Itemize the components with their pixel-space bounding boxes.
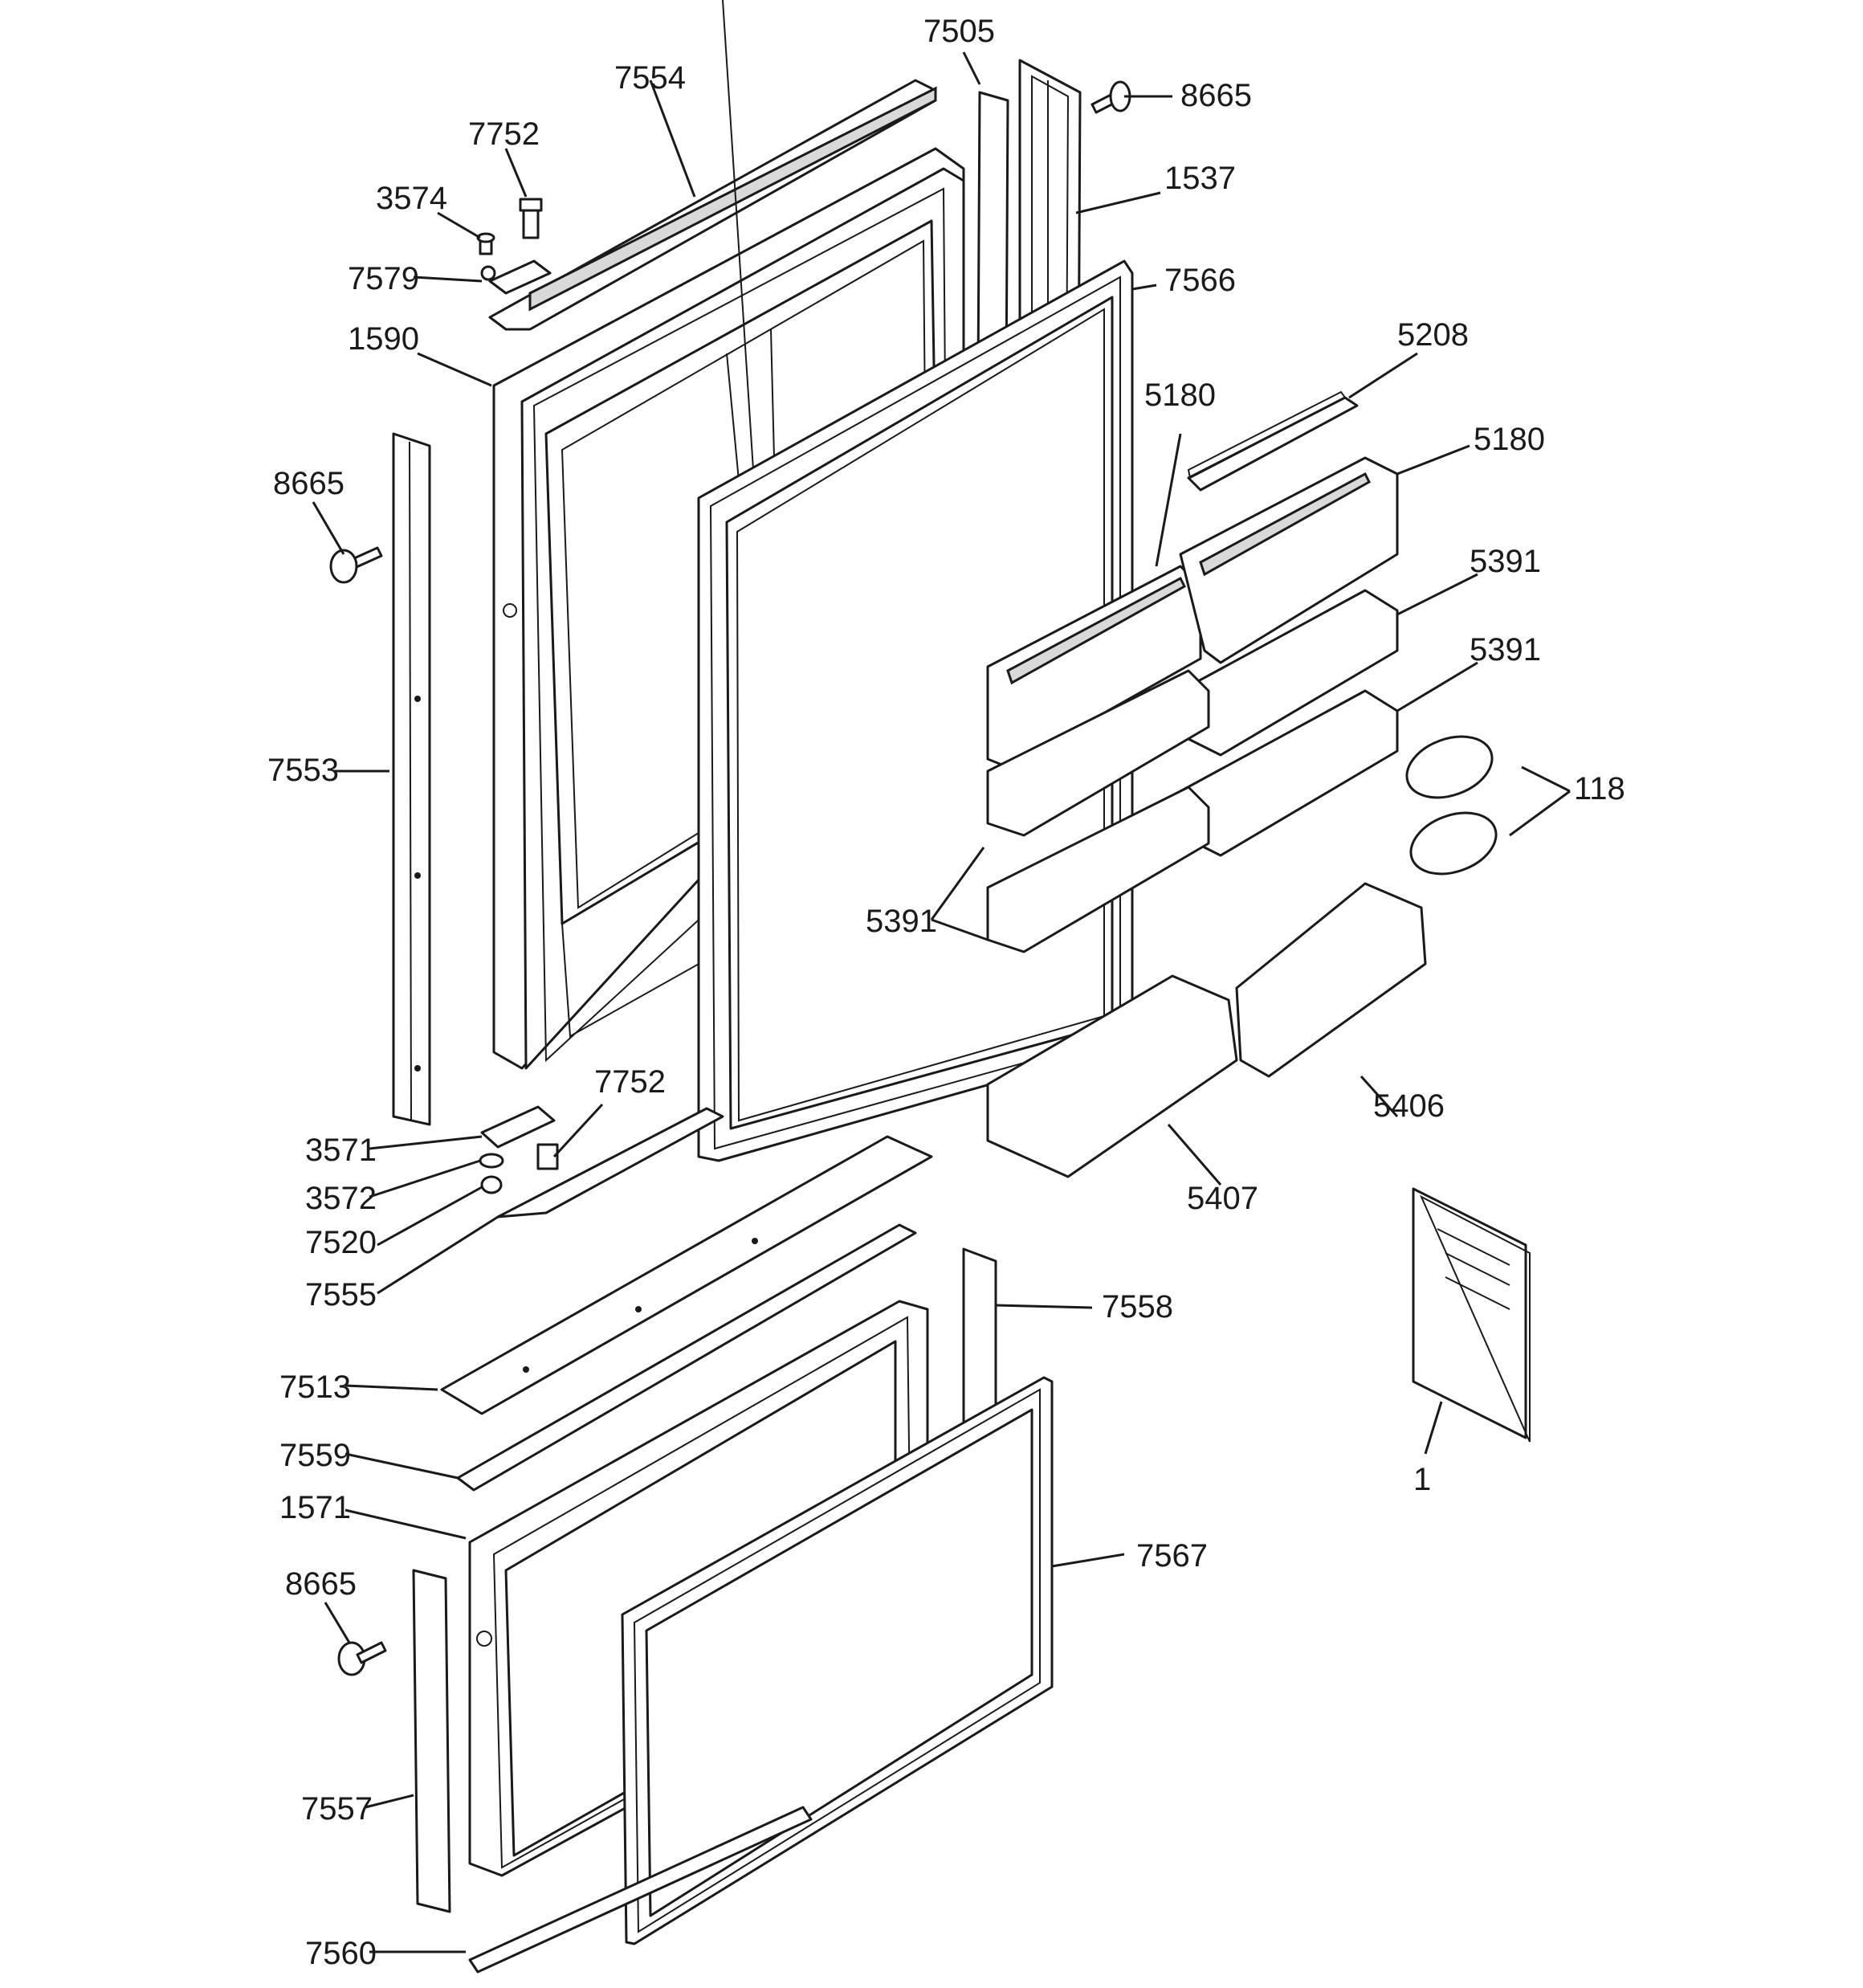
part-7553-left-trim-strip (392, 432, 431, 1126)
part-7579-top-hinge (480, 259, 552, 295)
callout-5180-right: 5180 (1474, 422, 1545, 457)
part-8665-screw-top (1090, 80, 1131, 114)
callout-3572: 3572 (305, 1181, 377, 1216)
part-7560-bottom-strip (468, 1806, 813, 1974)
callout-7513: 7513 (279, 1370, 351, 1405)
callout-8665-bottom: 8665 (285, 1566, 357, 1602)
callout-1590: 1590 (348, 321, 419, 357)
callout-7554: 7554 (614, 60, 686, 96)
part-5180-bin-right (1179, 456, 1399, 664)
part-3571-bottom-hinge (480, 1105, 556, 1149)
part-7520-bushing (480, 1175, 503, 1194)
part-8665-screw-left (329, 546, 383, 584)
callout-7553: 7553 (267, 753, 339, 788)
callout-labels: 7505 8665 7554 7752 1537 3574 7566 7579 … (267, 14, 1625, 1971)
part-5208-shelf-bar (1187, 390, 1359, 492)
part-8665-screw-bottom (337, 1641, 387, 1676)
callout-118: 118 (1574, 771, 1625, 806)
callout-5180-left: 5180 (1144, 378, 1216, 413)
part-5406-door-bin (1235, 882, 1427, 1078)
callout-5407: 5407 (1187, 1181, 1258, 1216)
part-7567-freezer-gasket (621, 1376, 1054, 1945)
callout-5391-left: 5391 (866, 904, 937, 939)
callout-7560: 7560 (305, 1936, 377, 1971)
part-3572-washer (479, 1153, 504, 1169)
callout-7579: 7579 (348, 261, 419, 296)
callout-7555: 7555 (305, 1277, 377, 1312)
callout-5208: 5208 (1397, 317, 1469, 353)
callout-7752-mid: 7752 (594, 1064, 666, 1100)
part-118-egg-tray-bottom (1409, 811, 1498, 876)
part-1-use-and-care-manual (1412, 1187, 1531, 1443)
part-5391-bin-left-1 (986, 669, 1210, 837)
callout-7567: 7567 (1136, 1538, 1208, 1574)
part-7554-top-cap-strip (488, 79, 937, 331)
part-118-egg-tray-top (1405, 735, 1494, 799)
part-5180-bin-left (986, 565, 1202, 769)
callout-7558: 7558 (1102, 1289, 1173, 1325)
part-5407-door-bin (986, 974, 1238, 1178)
callout-8665-left: 8665 (273, 466, 344, 501)
part-7557-left-trim-strip (412, 1569, 451, 1913)
callout-5391-middle: 5391 (1470, 632, 1541, 667)
callout-7559: 7559 (279, 1438, 351, 1473)
callout-5391-upper: 5391 (1470, 544, 1541, 579)
part-7555-bottom-strip (496, 1107, 724, 1219)
callout-3574: 3574 (376, 181, 447, 216)
callout-7557: 7557 (301, 1791, 373, 1827)
callout-leaders (312, 51, 1571, 1953)
callout-7752-top: 7752 (468, 116, 540, 152)
callout-8665-top: 8665 (1180, 78, 1252, 113)
callout-5406: 5406 (1373, 1088, 1445, 1124)
callout-1571: 1571 (279, 1490, 351, 1525)
callout-7520: 7520 (305, 1225, 377, 1260)
callout-7566: 7566 (1164, 263, 1236, 298)
part-3574-hinge-pin (476, 232, 495, 255)
part-7559-lower-strip (456, 1223, 917, 1492)
callout-1: 1 (1413, 1462, 1431, 1497)
callout-3571: 3571 (305, 1133, 377, 1168)
callout-1537: 1537 (1164, 161, 1236, 196)
part-7513-channel-strip (440, 1135, 933, 1415)
callout-7505: 7505 (923, 14, 995, 49)
part-7752-top-screw (519, 198, 543, 239)
